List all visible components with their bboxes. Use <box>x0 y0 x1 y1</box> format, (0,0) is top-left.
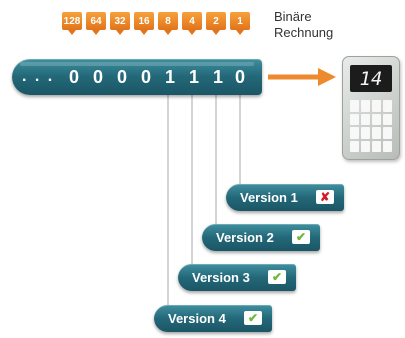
version-1-label: Version 1 <box>240 190 298 205</box>
bit-1: 0 <box>234 66 245 87</box>
calculator-key <box>361 127 370 139</box>
version-4-label: Version 4 <box>168 311 226 326</box>
version-3-box: Version 3 ✔ <box>178 264 296 291</box>
calculator-key <box>350 113 359 125</box>
calculator-key <box>372 100 381 112</box>
result-arrow-head <box>318 68 336 86</box>
caption: Binäre Rechnung <box>274 9 374 41</box>
bit-4: 1 <box>188 66 199 87</box>
bit-weight-128: 128 <box>62 12 82 35</box>
bit-32: 0 <box>116 66 127 87</box>
bit-weight-32: 32 <box>110 12 130 35</box>
calculator-key <box>372 140 381 152</box>
bit-weight-2: 2 <box>206 12 226 35</box>
bit-64: 0 <box>92 66 103 87</box>
calculator-key <box>383 140 392 152</box>
calculator-key <box>361 140 370 152</box>
cross-icon: ✘ <box>316 190 334 204</box>
calculator-key <box>350 140 359 152</box>
calculator-key <box>372 113 381 125</box>
binary-number-bar: . . . 0 0 0 0 1 1 1 0 <box>12 59 262 95</box>
version-3-label: Version 3 <box>192 270 250 285</box>
check-icon: ✔ <box>292 230 310 244</box>
version-1-box: Version 1 ✘ <box>226 184 344 211</box>
caption-line-1: Binäre <box>274 9 312 24</box>
calculator-key <box>350 100 359 112</box>
calculator-display: 14 <box>350 65 392 92</box>
check-icon: ✔ <box>244 311 262 325</box>
bit-weight-8: 8 <box>158 12 178 35</box>
bar-ellipsis: . . . <box>22 68 55 85</box>
calculator-key <box>383 100 392 112</box>
calculator-icon: 14 <box>342 56 400 160</box>
calculator-key <box>350 127 359 139</box>
calculator-key <box>361 113 370 125</box>
bit-16: 0 <box>140 66 151 87</box>
bit-128: 0 <box>68 66 79 87</box>
bit-weight-64: 64 <box>86 12 106 35</box>
version-4-box: Version 4 ✔ <box>154 305 272 332</box>
bit-8: 1 <box>164 66 175 87</box>
bit-weight-4: 4 <box>182 12 202 35</box>
bit-2: 1 <box>212 66 223 87</box>
version-2-label: Version 2 <box>216 230 274 245</box>
version-2-box: Version 2 ✔ <box>202 224 320 251</box>
calculator-key <box>383 113 392 125</box>
bit-weight-16: 16 <box>134 12 154 35</box>
caption-line-2: Rechnung <box>274 25 334 40</box>
calculator-keypad <box>350 100 392 152</box>
bit-weight-1: 1 <box>230 12 250 35</box>
calculator-key <box>383 127 392 139</box>
calculator-key <box>372 127 381 139</box>
check-icon: ✔ <box>268 270 286 284</box>
calculator-key <box>361 100 370 112</box>
